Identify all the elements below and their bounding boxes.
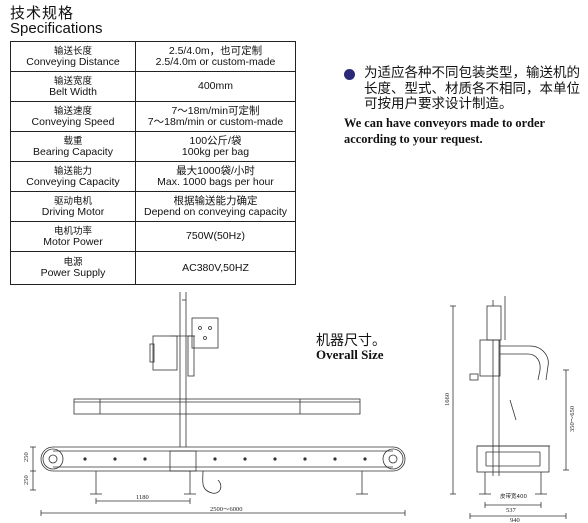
custom-note: 为适应各种不同包装类型，输送机的长度、型式、材质各不相同，本单位可按用户要求设计… [344, 65, 588, 147]
dim-h-upper: 250 [23, 452, 30, 462]
note-en: We can have conveyors made to order acco… [344, 115, 545, 146]
dim-adjust: 350～650 [569, 406, 576, 432]
belt-rollers [83, 457, 367, 461]
bullet-dot-icon [344, 69, 355, 80]
side-view [450, 296, 569, 519]
spec-value: AC380V,50HZ [135, 251, 296, 285]
overall-size-cn: 机器尺寸。 [316, 333, 386, 349]
dim-h-lower: 250 [23, 475, 30, 485]
front-view [30, 292, 406, 516]
dim-length: 2500～6000 [210, 506, 243, 513]
dim-height: 1660 [444, 393, 451, 406]
note-cn: 为适应各种不同包装类型，输送机的长度、型式、材质各不相同，本单位可按用户要求设计… [364, 65, 580, 112]
spec-value: 750W(50Hz) [135, 221, 296, 252]
dim-offset: 1180 [136, 494, 149, 501]
overall-size-en: Overall Size [316, 347, 384, 362]
dim-belt-width: 皮带宽400 [500, 492, 527, 500]
spec-title-cn: 技术规格 [10, 5, 75, 22]
spec-value: 400mm [135, 71, 296, 102]
spec-title-en: Specifications [10, 20, 103, 37]
dim-width-inner: 537 [506, 507, 517, 514]
dim-width-outer: 940 [510, 517, 520, 523]
